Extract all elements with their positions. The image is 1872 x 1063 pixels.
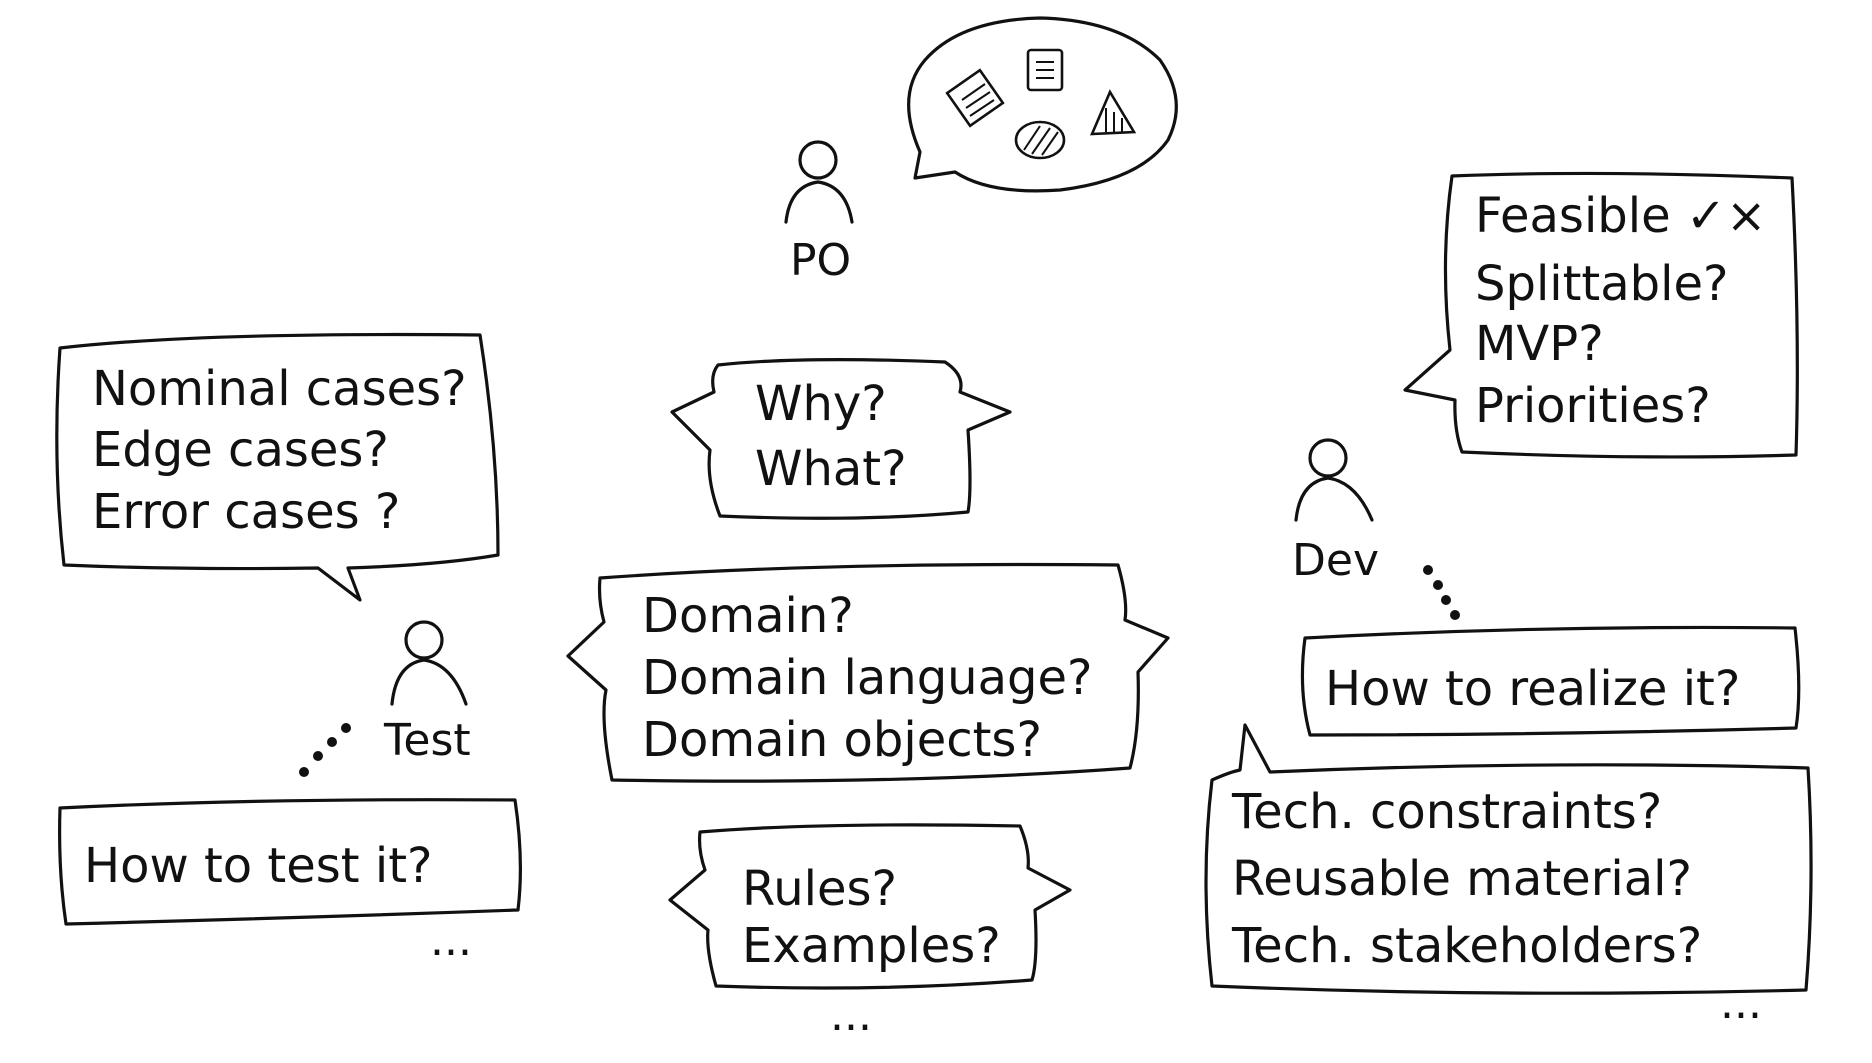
test-person [390,620,468,706]
edge-cases-question: Edge cases? [92,422,389,478]
dev-body [1294,476,1374,522]
how-to-realize-bubble [1300,625,1801,737]
test-head [404,620,444,660]
priorities-question: Priorities? [1475,378,1711,434]
po-person [784,140,854,224]
test-ellipsis: ... [430,915,472,966]
feasible-question: Feasible ✓× [1475,188,1766,244]
error-cases-question: Error cases ? [92,484,400,540]
splittable-question: Splittable? [1475,256,1728,312]
what-question: What? [755,441,907,497]
dev-tech-bubble [1204,723,1813,995]
dev-questions-bubble [1403,171,1799,459]
domain-question: Domain? [642,588,854,644]
dev-ellipsis: ... [1720,978,1762,1029]
examples-question: Examples? [742,918,1001,974]
test-label: Test [383,715,471,766]
tech-constraints-question: Tech. constraints? [1231,784,1662,840]
mvp-question: MVP? [1475,316,1604,372]
hatched-circle-icon [1014,120,1066,160]
nominal-cases-question: Nominal cases? [92,361,467,417]
po-body [784,180,854,224]
tech-stakeholders-question: Tech. stakeholders? [1231,918,1702,974]
dev-person [1294,438,1374,522]
document-icon [1026,48,1064,92]
how-to-test-question: How to test it? [84,838,433,894]
lined-card-icon [945,68,1005,128]
how-to-realize-question: How to realize it? [1325,661,1740,717]
how-to-test-bubble [58,798,522,926]
dev-dotted-connector [1423,565,1460,620]
test-questions-bubble [55,332,500,602]
test-dotted-connector [299,723,351,777]
why-question: Why? [755,376,887,432]
po-head [798,140,838,180]
center-ellipsis: ... [830,990,872,1041]
why-what-bubble [670,358,1012,520]
domain-bubble [566,562,1170,783]
domain-language-question: Domain language? [642,650,1092,706]
hatched-triangle-icon [1089,89,1137,136]
domain-objects-question: Domain objects? [642,712,1042,768]
reusable-material-question: Reusable material? [1232,851,1692,907]
rules-examples-bubble [668,823,1072,990]
test-body [390,658,468,706]
po-speech-bubble [907,16,1178,193]
rules-question: Rules? [742,861,897,917]
po-label: PO [790,235,851,286]
dev-label: Dev [1292,535,1379,586]
dev-head [1308,438,1348,478]
